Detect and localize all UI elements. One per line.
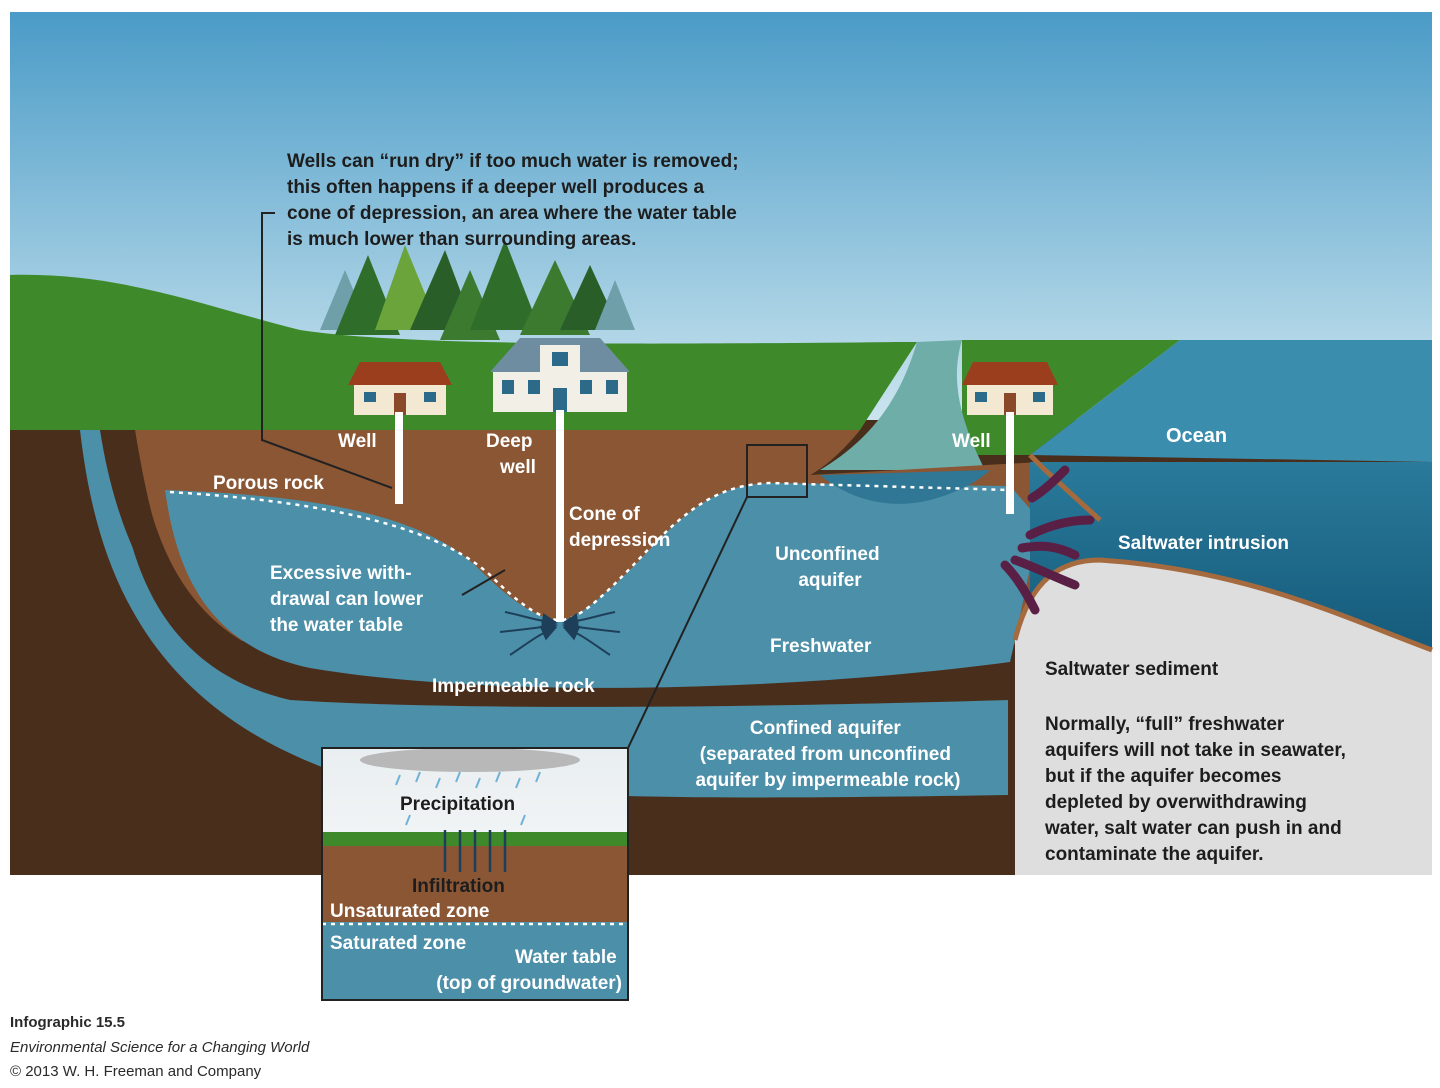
zoom-box (746, 444, 808, 498)
well-pipe-left (395, 412, 403, 504)
label-excessive-withdrawal: Excessive with- drawal can lower the wat… (270, 563, 428, 636)
house-right (962, 362, 1058, 415)
inset-saturated-zone: Saturated zone (330, 933, 466, 954)
label-ocean: Ocean (1166, 425, 1227, 447)
confined-aquifer (80, 430, 1008, 798)
label-saltwater-intrusion: Saltwater intrusion (1118, 533, 1289, 554)
trees (320, 240, 635, 340)
callout-leader-wells (261, 212, 393, 489)
caption-infographic: Infographic 15.5 (10, 1014, 126, 1031)
inset-water-table: Water table (top of groundwater) (436, 947, 622, 994)
shore-edge (1028, 453, 1102, 522)
house-deep-well (490, 338, 630, 412)
caption-copyright: © 2013 W. H. Freeman and Company (10, 1063, 262, 1080)
inset-panel (321, 747, 629, 1001)
label-unconfined-aquifer: Unconfined aquifer (775, 544, 885, 591)
stream (820, 340, 985, 470)
inset-unsaturated-zone: Unsaturated zone (330, 901, 489, 922)
impermeable-rock (115, 430, 1010, 707)
callout-leader-withdrawal (461, 569, 506, 596)
label-saltwater-sediment: Saltwater sediment (1045, 659, 1219, 680)
ocean-surface (1030, 340, 1432, 462)
saltwater-intrusion-arrows (1000, 465, 1095, 615)
inset-precipitation: Precipitation (400, 794, 515, 815)
flow-arrows (499, 611, 621, 656)
label-deep-well: Deep well (486, 431, 538, 478)
label-porous-rock: Porous rock (213, 473, 324, 494)
house-left (348, 362, 452, 415)
well-pipe-right (1006, 412, 1014, 514)
inset-infiltration: Infiltration (412, 876, 505, 897)
grass-hill (10, 274, 917, 430)
zoom-line-1 (627, 496, 748, 749)
unconfined-aquifer (165, 483, 1040, 688)
label-freshwater: Freshwater (770, 636, 872, 657)
caption-book: Environmental Science for a Changing Wor… (10, 1039, 310, 1056)
label-well-right: Well (952, 431, 991, 452)
deep-well-pipe (556, 410, 564, 622)
sediment-edge (1012, 557, 1433, 653)
saltwater-note: Normally, “full” freshwater aquifers wil… (1044, 714, 1351, 865)
wells-run-dry-callout: Wells can “run dry” if too much water is… (287, 151, 744, 250)
saltwater-sediment (1015, 560, 1432, 875)
label-well-left: Well (338, 431, 377, 452)
label-confined-aquifer: Confined aquifer (separated from unconfi… (695, 718, 960, 791)
label-cone-of-depression: Cone of depression (569, 504, 670, 551)
label-impermeable-rock: Impermeable rock (432, 676, 595, 697)
